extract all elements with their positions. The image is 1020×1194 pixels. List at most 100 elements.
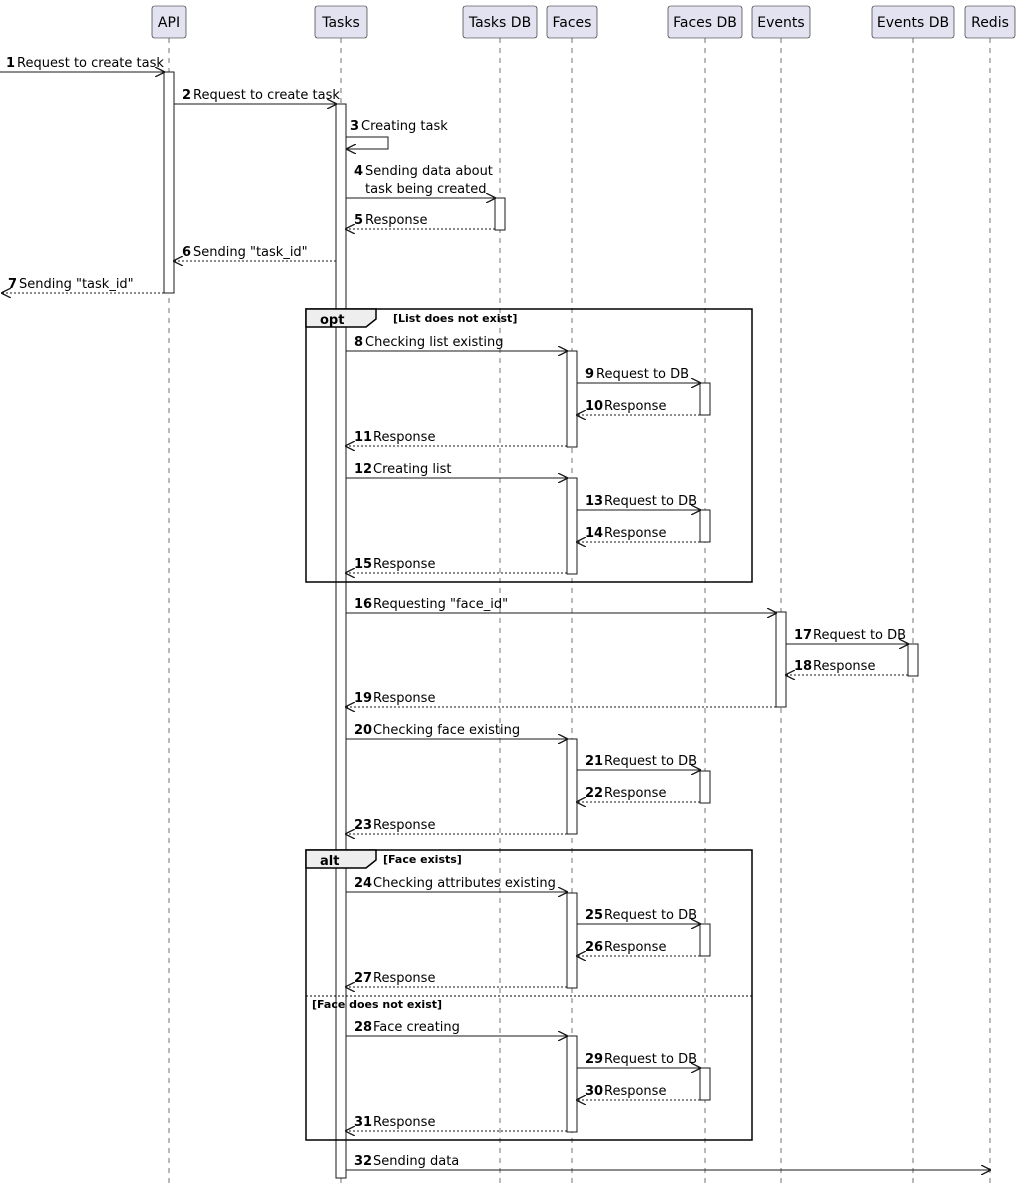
participant-tasksdb: Tasks DB: [462, 5, 538, 39]
fragment-kind-label: alt: [320, 854, 339, 869]
message-number: 32: [354, 1154, 372, 1169]
message-label: Response: [813, 659, 875, 674]
message-label: Response: [604, 940, 666, 955]
message-number: 8: [354, 335, 363, 350]
message-number: 9: [585, 367, 594, 382]
participant-tasks: Tasks: [314, 5, 368, 39]
participant-label: Faces: [553, 15, 592, 31]
message-label: Response: [604, 1084, 666, 1099]
message-label: Request to create task: [17, 56, 164, 71]
message-number: 23: [354, 818, 372, 833]
fragment-opt: opt [List does not exist]: [305, 308, 753, 583]
participant-faces: Faces: [546, 5, 598, 39]
activation-bar-eventsdb: [907, 643, 919, 677]
message-number: 18: [794, 659, 812, 674]
activation-bar-faces: [566, 477, 578, 575]
message-number: 13: [585, 494, 603, 509]
participant-api: API: [151, 5, 187, 39]
message-number: 31: [354, 1115, 372, 1130]
fragments: opt [List does not exist] alt [Face exists]…: [305, 308, 753, 1141]
activation-bar-facesdb: [699, 1067, 711, 1101]
message-label: Request to DB: [604, 494, 697, 509]
participant-label: Tasks: [321, 15, 360, 31]
fragment-condition: [Face exists]: [383, 853, 462, 866]
activation-bar-api: [163, 71, 175, 294]
participant-redis: Redis: [964, 5, 1016, 39]
message-number: 19: [354, 691, 372, 706]
participant-label: Faces DB: [673, 15, 737, 31]
activation-bar-events: [775, 611, 787, 708]
activation-bar-facesdb: [699, 770, 711, 804]
message-number: 16: [354, 597, 372, 612]
message-label: Checking attributes existing: [373, 876, 556, 891]
message-label: Response: [373, 691, 435, 706]
message-number: 24: [354, 876, 372, 891]
message-number: 20: [354, 723, 372, 738]
fragment-condition: [List does not exist]: [393, 312, 517, 325]
message-number: 15: [354, 557, 372, 572]
activation-bar-facesdb: [699, 382, 711, 416]
activation-bars: [163, 71, 919, 1179]
message-number: 5: [354, 213, 363, 228]
activation-bar-faces: [566, 1035, 578, 1133]
message-label: Request to DB: [813, 628, 906, 643]
message-number: 11: [354, 430, 372, 445]
participant-label: Events: [757, 15, 804, 31]
message-number: 28: [354, 1020, 372, 1035]
activation-bar-faces: [566, 738, 578, 835]
activation-bar-faces: [566, 350, 578, 448]
message-label: Response: [604, 786, 666, 801]
message-number: 22: [585, 786, 603, 801]
message-label: Checking list existing: [365, 335, 504, 350]
fragment-kind-label: opt: [320, 313, 344, 328]
participant-label: Tasks DB: [468, 15, 531, 31]
participant-label: API: [158, 15, 180, 31]
activation-bar-tasksdb: [494, 197, 506, 231]
message-label: Checking face existing: [373, 723, 520, 738]
message-number: 10: [585, 399, 603, 414]
message-label: Response: [373, 1115, 435, 1130]
participant-facesdb: Faces DB: [667, 5, 743, 39]
message-number: 4: [354, 164, 363, 179]
message-number: 21: [585, 754, 603, 769]
message-number: 7: [8, 277, 17, 292]
message-label: Response: [373, 818, 435, 833]
participants: API Tasks Tasks DB Faces Faces DB Events Event…: [151, 5, 1016, 39]
message-number: 12: [354, 462, 372, 477]
message-number: 1: [6, 56, 15, 71]
participant-eventsdb: Events DB: [871, 5, 955, 39]
message-label: Creating task: [361, 119, 448, 134]
fragment-condition: [Face does not exist]: [312, 998, 442, 1011]
message-label: Sending data: [373, 1154, 459, 1169]
message-label: Request to DB: [596, 367, 689, 382]
fragment-alt: alt [Face exists] [Face does not exist]: [305, 849, 753, 1141]
message-label: Request to create task: [193, 88, 340, 103]
participant-events: Events: [751, 5, 811, 39]
message-label: Sending data about: [365, 164, 493, 179]
